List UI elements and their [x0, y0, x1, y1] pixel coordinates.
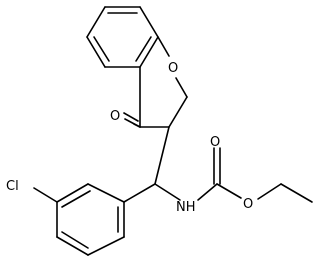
methine-nh-bond	[154, 183, 181, 201]
benzo-ring	[86, 6, 159, 68]
ring-oxygen-label: O	[168, 61, 178, 76]
amide-nh-label: NH	[176, 200, 196, 215]
c-cl-bond	[33, 187, 58, 203]
carbonyl-oxygen-label: O	[210, 135, 220, 150]
ketone-oxygen-label: O	[110, 109, 120, 124]
carbamate-bonds	[197, 147, 313, 203]
chlorine-label: Cl	[6, 179, 19, 194]
ketone-bond	[123, 112, 141, 128]
c3-methine-bond	[154, 126, 170, 185]
ester-oxygen-label: O	[243, 197, 253, 212]
chlorophenyl-ring	[56, 183, 156, 256]
